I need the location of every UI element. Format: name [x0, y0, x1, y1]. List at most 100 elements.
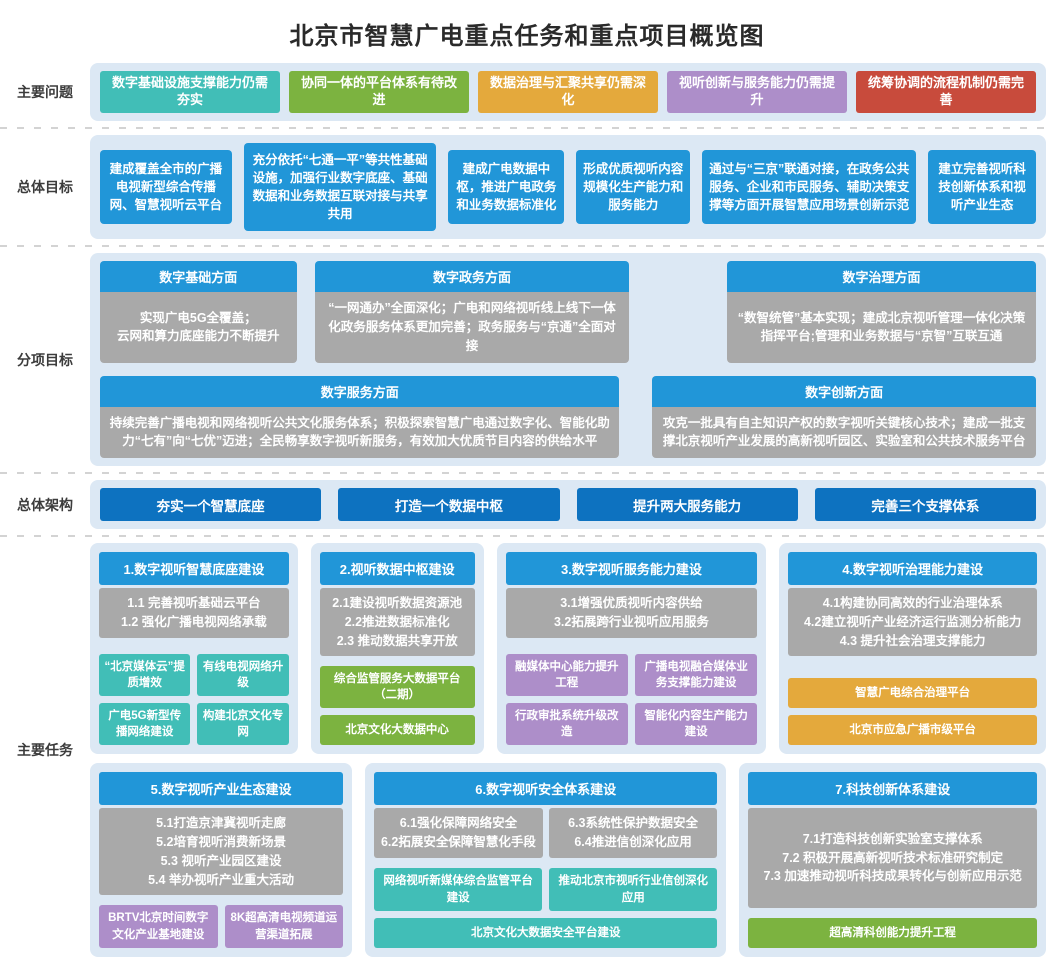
project-box: 广播电视融合媒体业务支撑能力建设: [634, 654, 758, 697]
architecture-panel: 夯实一个智慧底座 打造一个数据中枢 提升两大服务能力 完善三个支撑体系: [90, 480, 1046, 530]
section-label-tasks: 主要任务: [17, 741, 73, 758]
task-group-subtasks: 1.1 完善视听基础云平台 1.2 强化广播电视网络承载: [99, 588, 289, 638]
task-group-projects: “北京媒体云”提质增效 有线电视网络升级 广电5G新型传播网络建设 构建北京文化…: [99, 644, 289, 746]
subgoal-digital-service: 数字服务方面 持续完善广播电视和网络视听公共文化服务体系；积极探索智慧广电通过数…: [100, 375, 620, 459]
goal-box: 充分依托“七通一平”等共性基础设施，加强行业数字底座、基础数据和业务数据互联对接…: [243, 142, 437, 232]
tasks-row-1: 1.数字视听智慧底座建设 1.1 完善视听基础云平台 1.2 强化广播电视网络承…: [90, 543, 1046, 755]
task-group-subtasks: 5.1打造京津冀视听走廊 5.2培育视听消费新场景 5.3 视听产业园区建设 5…: [99, 808, 344, 896]
task-group-3: 3.数字视听服务能力建设 3.1增强优质视听内容供给 3.2拓展跨行业视听应用服…: [496, 543, 767, 755]
task-group-subtasks-row: 6.1强化保障网络安全 6.2拓展安全保障智慧化手段 6.3系统性保护数据安全 …: [374, 808, 718, 858]
task-group-header: 1.数字视听智慧底座建设: [99, 552, 289, 586]
problems-panel: 数字基础设施支撑能力仍需夯实 协同一体的平台体系有待改进 数据治理与汇聚共享仍需…: [90, 63, 1046, 121]
section-label-architecture: 总体架构: [17, 496, 73, 513]
section-subgoals: 分项目标 数字基础方面 实现广电5G全覆盖； 云网和算力底座能力不断提升 数字政…: [0, 253, 1054, 467]
project-box: 智能化内容生产能力建设: [634, 703, 758, 746]
subgoal-body: “一网通办”全面深化；广电和网络视听线上线下一体化政务服务体系更加完善；政务服务…: [315, 292, 629, 363]
subgoals-row-2: 数字服务方面 持续完善广播电视和网络视听公共文化服务体系；积极探索智慧广电通过数…: [100, 375, 1036, 459]
goal-box: 建成广电数据中枢，推进广电政务和业务数据标准化: [448, 150, 565, 225]
task-group-projects: 网络视听新媒体综合监管平台建设 推动北京市视听行业信创深化应用 北京文化大数据安…: [374, 858, 718, 948]
task-group-projects: 综合监管服务大数据平台 （二期） 北京文化大数据中心: [319, 656, 475, 746]
task-group-5: 5.数字视听产业生态建设 5.1打造京津冀视听走廊 5.2培育视听消费新场景 5…: [90, 763, 353, 957]
subgoal-digital-government: 数字政务方面 “一网通办”全面深化；广电和网络视听线上线下一体化政务服务体系更加…: [315, 261, 629, 363]
section-goals: 总体目标 建成覆盖全市的广播电视新型综合传播网、智慧视听云平台 充分依托“七通一…: [0, 134, 1054, 240]
architecture-box: 夯实一个智慧底座: [100, 488, 322, 522]
project-box: 北京文化大数据中心: [319, 715, 475, 746]
task-group-4: 4.数字视听治理能力建设 4.1构建协同高效的行业治理体系 4.2建立视听产业经…: [779, 543, 1046, 755]
subgoal-body: 实现广电5G全覆盖； 云网和算力底座能力不断提升: [100, 292, 297, 363]
goal-box: 建成覆盖全市的广播电视新型综合传播网、智慧视听云平台: [100, 150, 232, 225]
task-group-subtasks: 4.1构建协同高效的行业治理体系 4.2建立视听产业经济运行监测分析能力 4.3…: [788, 588, 1037, 657]
task-group-1: 1.数字视听智慧底座建设 1.1 完善视听基础云平台 1.2 强化广播电视网络承…: [90, 543, 298, 755]
task-group-header: 7.科技创新体系建设: [748, 772, 1037, 806]
subgoals-row-1: 数字基础方面 实现广电5G全覆盖； 云网和算力底座能力不断提升 数字政务方面 “…: [100, 261, 1036, 363]
subgoal-header: 数字创新方面: [652, 375, 1036, 407]
project-box: 网络视听新媒体综合监管平台建设: [374, 868, 543, 911]
task-group-projects: 超高清科创能力提升工程: [748, 908, 1037, 948]
project-box: 推动北京市视听行业信创深化应用: [549, 868, 718, 911]
task-group-header: 5.数字视听产业生态建设: [99, 772, 344, 806]
subgoal-digital-infrastructure: 数字基础方面 实现广电5G全覆盖； 云网和算力底座能力不断提升: [100, 261, 297, 363]
tasks-row-2: 5.数字视听产业生态建设 5.1打造京津冀视听走廊 5.2培育视听消费新场景 5…: [90, 763, 1046, 957]
divider: [0, 245, 1054, 248]
project-box: 有线电视网络升级: [197, 654, 289, 697]
subgoal-header: 数字基础方面: [100, 261, 297, 293]
project-box: 北京市应急广播市级平台: [788, 715, 1037, 746]
subgoal-body: 持续完善广播电视和网络视听公共文化服务体系；积极探索智慧广电通过数字化、智能化助…: [100, 406, 620, 459]
project-box: 广电5G新型传播网络建设: [99, 703, 191, 746]
problem-box: 数据治理与汇聚共享仍需深化: [478, 71, 658, 113]
task-group-subtasks: 6.3系统性保护数据安全 6.4推进信创深化应用: [548, 808, 718, 858]
task-group-projects: 融媒体中心能力提升工程 广播电视融合媒体业务支撑能力建设 行政审批系统升级改造 …: [505, 644, 758, 746]
project-box: BRTV北京时间数字文化产业基地建设: [99, 905, 218, 948]
task-group-header: 4.数字视听治理能力建设: [788, 552, 1037, 586]
task-group-projects: 智慧广电综合治理平台 北京市应急广播市级平台: [788, 668, 1037, 746]
project-box: 融媒体中心能力提升工程: [505, 654, 628, 697]
divider: [0, 472, 1054, 475]
subgoal-body: “数智统管”基本实现；建成北京视听管理一体化决策指挥平台;管理和业务数据与“京智…: [727, 292, 1036, 363]
task-group-header: 3.数字视听服务能力建设: [505, 552, 758, 586]
architecture-box: 完善三个支撑体系: [814, 488, 1036, 522]
section-label-problems: 主要问题: [17, 83, 73, 100]
task-group-subtasks: 3.1增强优质视听内容供给 3.2拓展跨行业视听应用服务: [505, 588, 758, 638]
architecture-box: 打造一个数据中枢: [338, 488, 560, 522]
task-group-6: 6.数字视听安全体系建设 6.1强化保障网络安全 6.2拓展安全保障智慧化手段 …: [365, 763, 727, 957]
goal-box: 通过与“三京”联通对接，在政务公共服务、企业和市民服务、辅助决策支撑等方面开展智…: [702, 150, 917, 225]
subgoal-body: 攻克一批具有自主知识产权的数字视听关键核心技术；建成一批支撑北京视听产业发展的高…: [652, 406, 1036, 459]
goal-box: 建立完善视听科技创新体系和视听产业生态: [928, 150, 1036, 225]
subgoal-digital-innovation: 数字创新方面 攻克一批具有自主知识产权的数字视听关键核心技术；建成一批支撑北京视…: [652, 375, 1036, 459]
task-group-subtasks: 6.1强化保障网络安全 6.2拓展安全保障智慧化手段: [374, 808, 543, 858]
project-box: 行政审批系统升级改造: [505, 703, 628, 746]
task-group-subtasks: 7.1打造科技创新实验室支撑体系 7.2 积极开展高新视听技术标准研究制定 7.…: [748, 808, 1037, 908]
section-architecture: 总体架构 夯实一个智慧底座 打造一个数据中枢 提升两大服务能力 完善三个支撑体系: [0, 480, 1054, 530]
goal-box: 形成优质视听内容规模化生产能力和服务能力: [576, 150, 691, 225]
task-group-7: 7.科技创新体系建设 7.1打造科技创新实验室支撑体系 7.2 积极开展高新视听…: [739, 763, 1046, 957]
page-title: 北京市智慧广电重点任务和重点项目概览图: [289, 23, 765, 50]
project-box: “北京媒体云”提质增效: [99, 654, 191, 697]
architecture-box: 提升两大服务能力: [576, 488, 798, 522]
project-box: 8K超高清电视频道运营渠道拓展: [224, 905, 344, 948]
section-label-goals: 总体目标: [17, 179, 73, 196]
section-label-subgoals: 分项目标: [17, 351, 73, 368]
task-group-header: 2.视听数据中枢建设: [319, 552, 475, 586]
problem-box: 数字基础设施支撑能力仍需夯实: [100, 71, 280, 113]
project-box: 综合监管服务大数据平台 （二期）: [319, 666, 475, 709]
tasks-content: 1.数字视听智慧底座建设 1.1 完善视听基础云平台 1.2 强化广播电视网络承…: [90, 543, 1046, 957]
subgoal-header: 数字服务方面: [100, 375, 620, 407]
project-box: 构建北京文化专网: [197, 703, 289, 746]
subgoal-header: 数字政务方面: [315, 261, 629, 293]
problem-box: 协同一体的平台体系有待改进: [289, 71, 469, 113]
problem-box: 统筹协调的流程机制仍需完善: [856, 71, 1036, 113]
section-problems: 主要问题 数字基础设施支撑能力仍需夯实 协同一体的平台体系有待改进 数据治理与汇…: [0, 63, 1054, 121]
section-tasks: 主要任务 1.数字视听智慧底座建设 1.1 完善视听基础云平台 1.2 强化广播…: [0, 543, 1054, 957]
goals-panel: 建成覆盖全市的广播电视新型综合传播网、智慧视听云平台 充分依托“七通一平”等共性…: [90, 134, 1046, 240]
task-group-projects: BRTV北京时间数字文化产业基地建设 8K超高清电视频道运营渠道拓展: [99, 895, 344, 948]
problem-box: 视听创新与服务能力仍需提升: [667, 71, 847, 113]
task-group-2: 2.视听数据中枢建设 2.1建设视听数据资源池 2.2推进数据标准化 2.3 推…: [310, 543, 484, 755]
task-group-header: 6.数字视听安全体系建设: [374, 772, 718, 806]
project-box: 智慧广电综合治理平台: [788, 678, 1037, 709]
subgoals-panel: 数字基础方面 实现广电5G全覆盖； 云网和算力底座能力不断提升 数字政务方面 “…: [90, 253, 1046, 467]
subgoal-header: 数字治理方面: [727, 261, 1036, 293]
project-box: 超高清科创能力提升工程: [748, 917, 1037, 948]
divider: [0, 126, 1054, 129]
subgoal-digital-governance: 数字治理方面 “数智统管”基本实现；建成北京视听管理一体化决策指挥平台;管理和业…: [727, 261, 1036, 363]
overview-diagram: 北京市智慧广电重点任务和重点项目概览图 主要问题 数字基础设施支撑能力仍需夯实 …: [0, 23, 1054, 957]
